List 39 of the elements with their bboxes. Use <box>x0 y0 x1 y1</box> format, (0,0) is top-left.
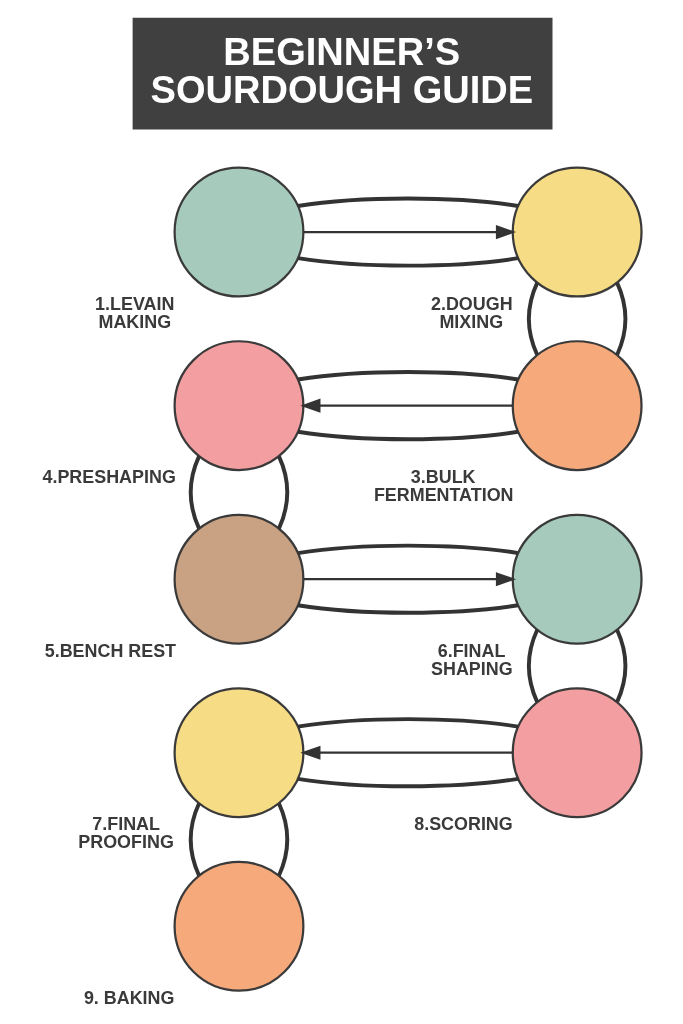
node-label: 7.FINAL PROOFING <box>77 814 174 853</box>
connector <box>297 256 518 268</box>
connector <box>297 196 518 208</box>
connector <box>188 455 201 530</box>
connector <box>297 717 518 729</box>
connector <box>188 802 201 877</box>
node-circle <box>511 166 643 298</box>
node-circle <box>173 687 304 819</box>
connector <box>614 282 627 356</box>
node-label: 5.BENCH REST <box>44 640 176 661</box>
node-circle <box>511 687 643 819</box>
connector <box>297 429 518 442</box>
arrow <box>303 225 516 240</box>
node-circle <box>511 513 643 645</box>
node-circle <box>173 340 304 472</box>
node-label: 2.DOUGH MIXING <box>430 293 513 332</box>
node-label: 3.BULK FERMENTATION <box>373 467 514 506</box>
node-label: 9. BAKING <box>83 987 174 1008</box>
node-circle <box>173 513 304 645</box>
node-circle <box>511 340 643 472</box>
connector <box>297 603 518 615</box>
connector <box>526 282 539 356</box>
connector <box>526 629 539 703</box>
node-circle <box>173 166 304 298</box>
connector <box>276 802 289 877</box>
node-label: 8.SCORING <box>413 814 513 835</box>
connector <box>276 455 289 530</box>
diagram-title: BEGINNER’S SOURDOUGH GUIDE <box>150 30 533 111</box>
connector <box>297 370 518 382</box>
arrow <box>299 398 513 413</box>
node-label: 6.FINAL SHAPING <box>430 640 513 679</box>
arrow <box>299 745 513 760</box>
node-label: 1.LEVAIN MAKING <box>94 293 174 332</box>
connector <box>614 629 627 703</box>
arrow <box>303 572 516 587</box>
connector <box>297 776 518 789</box>
connector <box>297 543 518 556</box>
node-label: 4.PRESHAPING <box>41 467 176 488</box>
node-circle <box>173 860 304 992</box>
